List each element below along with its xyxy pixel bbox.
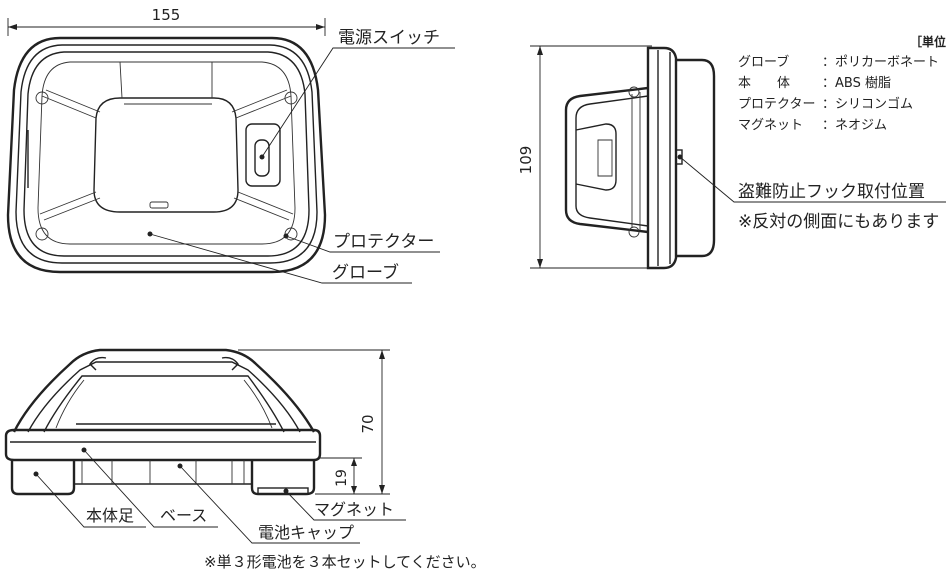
base-height-dimension: 19: [334, 469, 350, 487]
label-antitheft-note: ※反対の側面にもあります: [738, 212, 939, 232]
material-part-4: マグネット: [738, 118, 803, 133]
label-magnet: マグネット: [314, 500, 394, 519]
label-protector: プロテクター: [333, 232, 434, 252]
body-outline: [6, 36, 327, 274]
material-part-2: 本 体: [738, 76, 790, 91]
material-value-2: ：ABS 樹脂: [822, 76, 891, 91]
material-value-1: ：ポリカーボネート: [822, 55, 939, 70]
material-value-4: ：ネオジム: [822, 118, 887, 133]
materials-table: ［単位 グローブ ：ポリカーボネート 本 体 ：ABS 樹脂 プロテクター ：シ…: [738, 34, 946, 133]
side-view: 109 盗難防止フック取付位置 ※反対の側面にもあります: [517, 45, 946, 270]
label-base: ベース: [160, 506, 207, 525]
material-part-3: プロテクター: [738, 97, 815, 112]
front-view: 70 19 本体足 ベース 電池キャップ マグネット ※単: [4, 348, 486, 571]
top-view: 155 電源スイッチ プロテクター グローブ: [6, 6, 455, 284]
power-switch: [245, 123, 281, 187]
label-antitheft: 盗難防止フック取付位置: [738, 182, 925, 202]
label-power-switch: 電源スイッチ: [338, 28, 440, 48]
globe-window: [93, 97, 239, 213]
magnet: [257, 487, 309, 495]
label-body-foot: 本体足: [86, 506, 134, 525]
battery-note: ※単３形電池を３本セットしてください。: [204, 553, 486, 571]
height-dimension: 109: [517, 146, 535, 175]
material-part-1: グローブ: [738, 54, 789, 70]
globe-outline: [37, 61, 296, 245]
label-battery-cap: 電池キャップ: [258, 523, 354, 542]
unit-heading: ［単位: [910, 34, 946, 49]
label-globe: グローブ: [332, 262, 399, 283]
width-dimension: 155: [152, 6, 181, 24]
total-height-dimension: 70: [359, 414, 377, 433]
material-value-3: ：シリコンゴム: [822, 96, 913, 112]
